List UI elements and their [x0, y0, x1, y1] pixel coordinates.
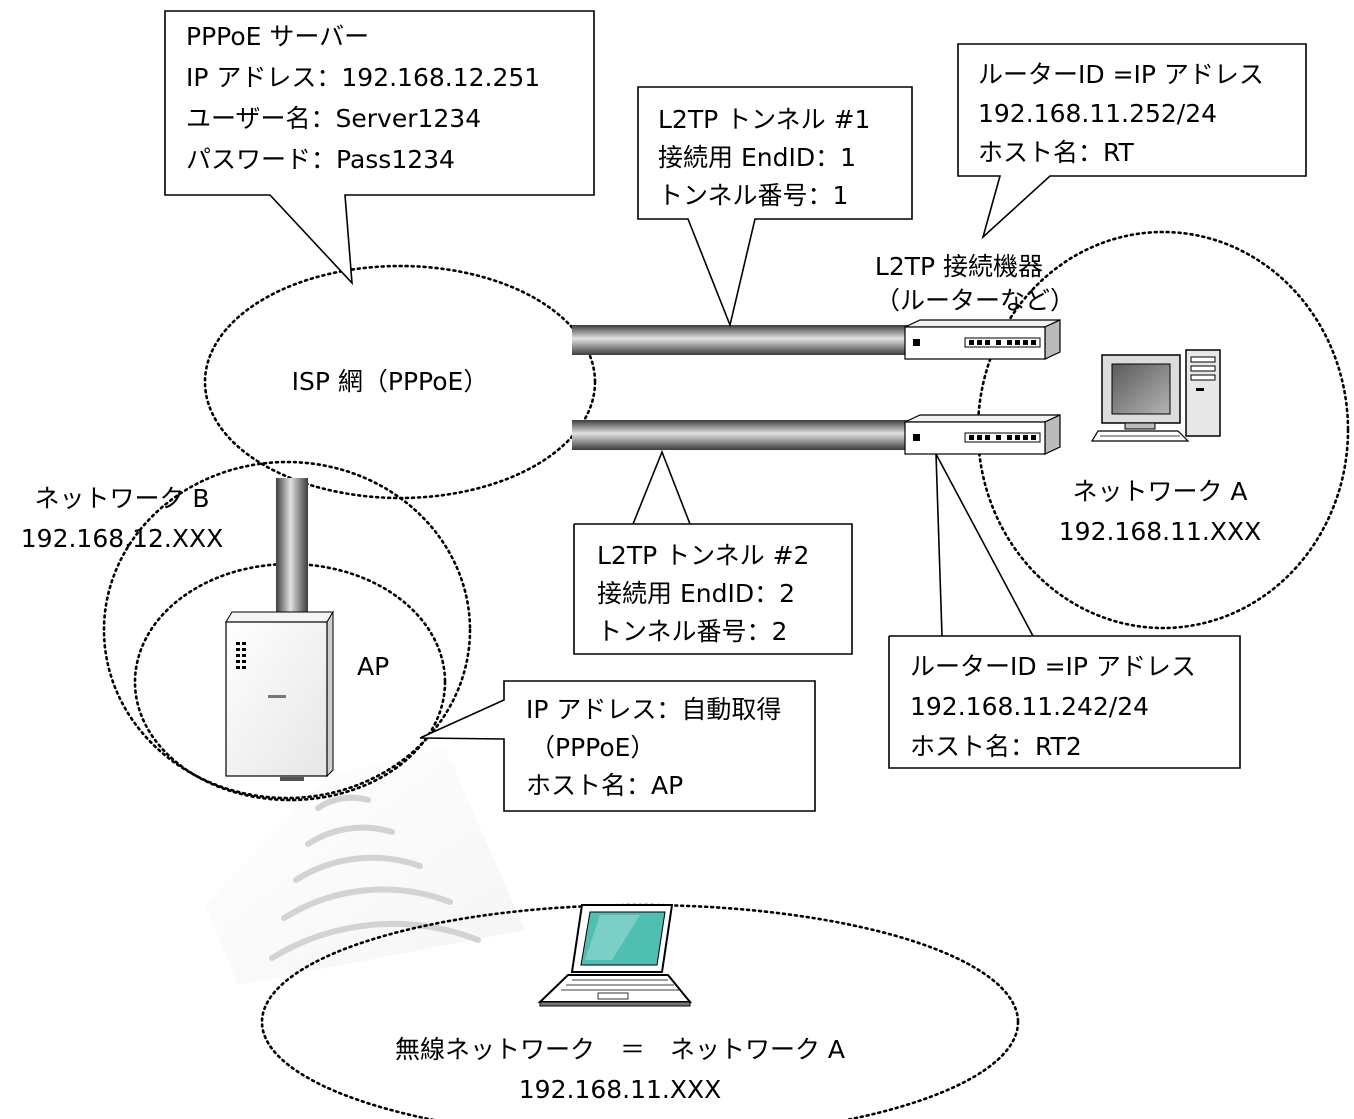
router-rt [904, 319, 1061, 360]
network-a-label-line2: 192.168.11.XXX [1059, 517, 1261, 546]
network-a-label-line1: ネットワーク A [1072, 477, 1247, 506]
l2tp-tunnel-2-line-2: 接続用 EndID：2 [597, 579, 795, 608]
router-rt2-line-1: ルーターID =IP アドレス [910, 652, 1196, 681]
pppoe-server-line-1: PPPoE サーバー [186, 22, 369, 51]
access-point-icon [225, 610, 334, 781]
l2tp-tunnel-2-line-1: L2TP トンネル #2 [597, 541, 809, 570]
network-b-label-line1: ネットワーク B [34, 484, 209, 513]
router-rt2-line-2: 192.168.11.242/24 [910, 692, 1149, 721]
l2tp-tunnel-1-line-3: トンネル番号：1 [658, 181, 848, 210]
router-rt2 [904, 414, 1061, 455]
ap-info-line-1: IP アドレス：自動取得 [526, 695, 781, 724]
pppoe-server-line-4: パスワード：Pass1234 [186, 145, 455, 174]
router-rt-line-3: ホスト名：RT [978, 138, 1135, 167]
isp-network-ellipse [203, 264, 597, 500]
callout-router-rt: ルーターID =IP アドレス 192.168.11.252/24 ホスト名：RT [957, 43, 1307, 240]
laptop-icon [537, 904, 693, 1007]
router-rt2-line-3: ホスト名：RT2 [910, 732, 1082, 761]
pppoe-server-line-3: ユーザー名：Server1234 [186, 104, 481, 133]
l2tp-tunnel-1-line-1: L2TP トンネル #1 [658, 105, 870, 134]
l2tp-device-label-line2: （ルーターなど） [875, 286, 1075, 315]
l2tp-device-label-line1: L2TP 接続機器 [875, 252, 1043, 281]
router-rt-line-2: 192.168.11.252/24 [978, 99, 1217, 128]
l2tp-tunnel-2-tube [572, 420, 910, 450]
wireless-network-label-line1: 無線ネットワーク ＝ ネットワーク A [395, 1035, 845, 1064]
l2tp-tunnel-1-tube [572, 325, 910, 355]
callout-ap-info: IP アドレス：自動取得 （PPPoE） ホスト名：AP [419, 680, 816, 812]
wireless-waves [205, 748, 525, 985]
ap-info-line-3: ホスト名：AP [526, 771, 683, 800]
isp-network-label: ISP 網（PPPoE） [292, 367, 489, 396]
desktop-computer-icon [1090, 349, 1221, 442]
callout-router-rt2: ルーターID =IP アドレス 192.168.11.242/24 ホスト名：RT2 [888, 453, 1241, 769]
pppoe-server-line-2: IP アドレス：192.168.12.251 [186, 63, 540, 92]
l2tp-tunnel-1-line-2: 接続用 EndID：1 [658, 143, 856, 172]
network-b-label-line2: 192.168.12.XXX [21, 524, 223, 553]
callout-l2tp-tunnel-1: L2TP トンネル #1 接続用 EndID：1 トンネル番号：1 [637, 86, 913, 328]
callout-pppoe-server: PPPoE サーバー IP アドレス：192.168.12.251 ユーザー名：Se… [164, 10, 595, 286]
wireless-network-label-line2: 192.168.11.XXX [519, 1075, 721, 1104]
network-b-ellipse [102, 460, 472, 800]
ap-ellipse [133, 562, 447, 802]
l2tp-tunnel-2-line-3: トンネル番号：2 [597, 617, 787, 646]
router-rt-line-1: ルーターID =IP アドレス [978, 60, 1264, 89]
callout-l2tp-tunnel-2: L2TP トンネル #2 接続用 EndID：2 トンネル番号：2 [573, 449, 853, 655]
ap-info-line-2: （PPPoE） [530, 733, 655, 762]
ap-uplink-tube [276, 478, 308, 613]
ap-label: AP [357, 652, 389, 681]
monitor-screen [1111, 363, 1171, 415]
